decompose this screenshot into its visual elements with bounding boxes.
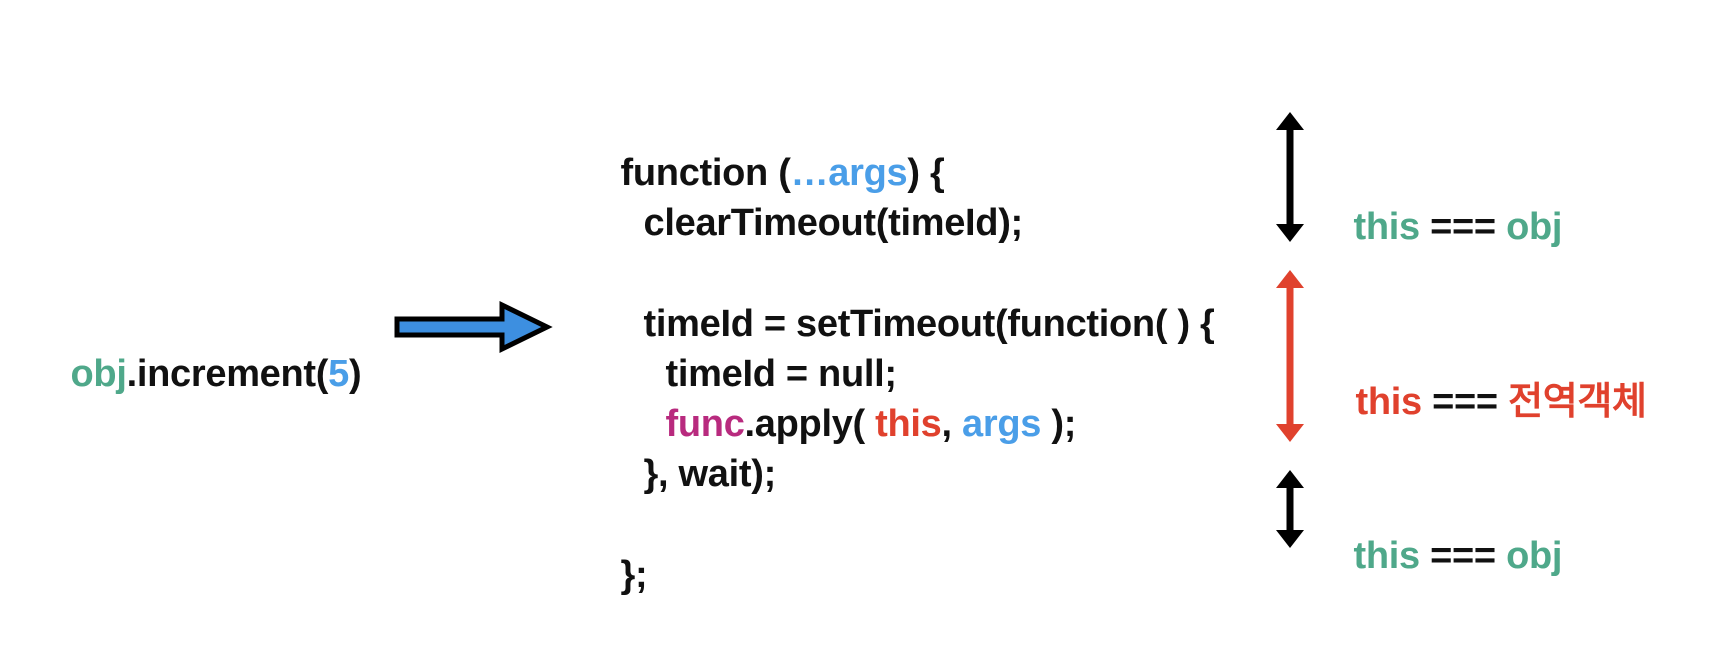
- code-line-7: };: [600, 506, 648, 598]
- label-middle-this: this: [1355, 381, 1423, 423]
- flow-arrow-icon: [394, 300, 553, 354]
- label-bottom-obj: obj: [1506, 535, 1563, 577]
- call-method: .increment(: [126, 353, 329, 395]
- double-arrow-middle-icon: [1276, 270, 1304, 442]
- code-clear-timeout: clearTimeout(timeId);: [643, 202, 1024, 244]
- code-close-brace: };: [620, 554, 648, 596]
- call-object: obj: [70, 353, 127, 395]
- code-apply-close: );: [1041, 403, 1077, 445]
- double-arrow-top-icon: [1276, 112, 1304, 242]
- label-this-obj-bottom: this === obj: [1333, 487, 1563, 579]
- label-middle-global-object: 전역객체: [1508, 381, 1647, 423]
- code-comma: ,: [941, 403, 963, 445]
- label-top-operator: ===: [1419, 206, 1507, 248]
- call-close-paren: ): [348, 353, 362, 395]
- call-argument: 5: [328, 353, 349, 395]
- code-line-3: timeId = setTimeout(function( ) {: [623, 255, 1215, 347]
- code-set-timeout: timeId = setTimeout(function( ) {: [643, 303, 1215, 345]
- label-top-obj: obj: [1506, 206, 1563, 248]
- label-this-global: this === 전역객체: [1335, 333, 1648, 425]
- label-middle-operator: ===: [1421, 381, 1509, 423]
- code-line-4: timeId = null;: [645, 305, 898, 397]
- code-apply: .apply(: [744, 403, 876, 445]
- code-this: this: [875, 403, 942, 445]
- code-line-1: function (…args) {: [600, 104, 945, 196]
- label-bottom-operator: ===: [1419, 535, 1507, 577]
- code-args: args: [962, 403, 1042, 445]
- double-arrow-bottom-icon: [1276, 470, 1304, 548]
- call-expression: obj.increment(5): [50, 305, 362, 397]
- code-line-5: func.apply( this, args );: [645, 355, 1077, 447]
- label-bottom-this: this: [1353, 535, 1421, 577]
- code-func: func: [665, 403, 745, 445]
- code-keyword-function: function (: [620, 152, 791, 194]
- code-wait: }, wait);: [643, 453, 777, 495]
- label-top-this: this: [1353, 206, 1421, 248]
- label-this-obj-top: this === obj: [1333, 158, 1563, 250]
- code-line-2: clearTimeout(timeId);: [623, 154, 1024, 246]
- code-rest-args: …args: [790, 152, 908, 194]
- code-line-6: }, wait);: [623, 405, 777, 497]
- code-open-brace: ) {: [907, 152, 945, 194]
- code-timeid-null: timeId = null;: [665, 353, 898, 395]
